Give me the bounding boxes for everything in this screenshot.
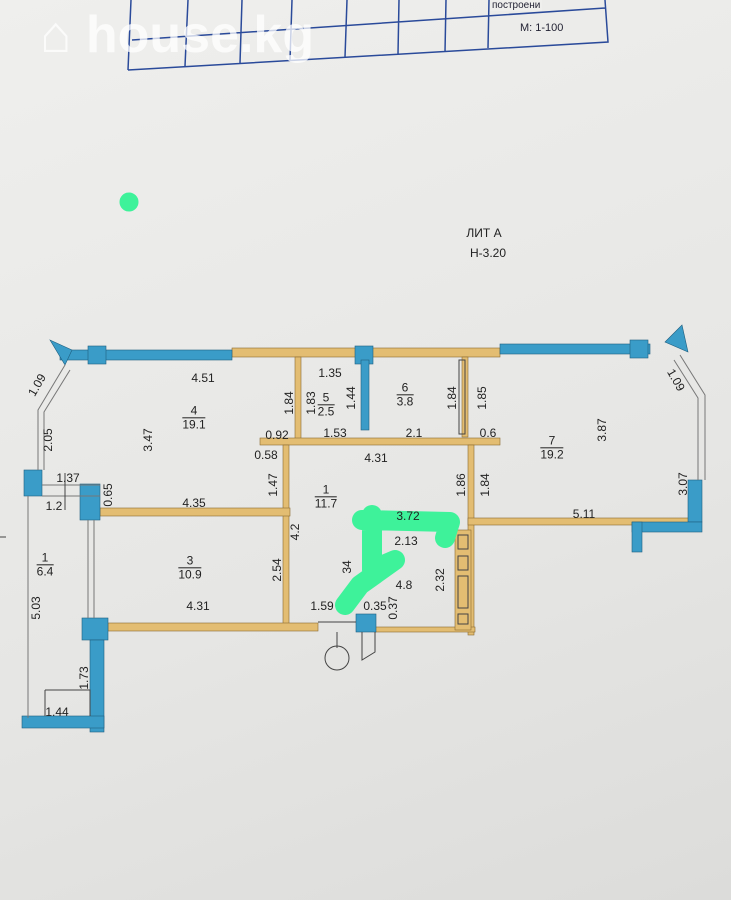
dim: 2.13 <box>394 534 418 548</box>
marker-scribble <box>119 192 460 615</box>
lit-label: ЛИТ А <box>466 226 502 240</box>
dim: 0.58 <box>254 448 278 462</box>
dim: 1.35 <box>318 366 342 380</box>
dim: 2.54 <box>270 558 284 582</box>
window-lines <box>27 354 706 718</box>
dim: 1.44 <box>344 386 358 410</box>
dim: 1.73 <box>77 666 91 690</box>
dim: 1.84 <box>282 391 296 415</box>
dim: 1.83 <box>304 391 318 415</box>
dim: 3.72 <box>396 509 420 523</box>
dim: 4.8 <box>395 578 413 592</box>
dim: 1.44 <box>45 705 69 719</box>
dim: 0.6 <box>479 426 497 440</box>
dim: 1.2 <box>45 499 63 513</box>
riser-symbol <box>324 645 350 671</box>
dim: 4.35 <box>182 496 206 510</box>
height-label: Н-3.20 <box>469 246 507 260</box>
dim: 0.35 <box>363 599 387 613</box>
dim: 1.84 <box>478 473 492 497</box>
dim: 1.86 <box>454 473 468 497</box>
dim: 4.51 <box>191 371 215 385</box>
dim: 2.05 <box>41 428 55 452</box>
dim: 0.65 <box>101 483 115 507</box>
dim: 1.85 <box>475 386 489 410</box>
dim: 1.59 <box>310 599 334 613</box>
dim: 4.31 <box>364 451 388 465</box>
interior-details <box>0 359 469 716</box>
dim: 2.32 <box>433 568 447 592</box>
dim: 4.31 <box>186 599 210 613</box>
title-block-grid <box>127 0 609 71</box>
house-kg-watermark-logo: ⌂ house.kg <box>40 6 315 64</box>
dim: 4.2 <box>288 523 302 541</box>
dim: 1.47 <box>266 473 280 497</box>
dim: 5.11 <box>572 507 596 521</box>
scale-label: М: 1-100 <box>520 22 564 34</box>
dim: 3.07 <box>676 472 690 496</box>
dim: 2.1 <box>405 426 423 440</box>
dim: 1.84 <box>445 386 459 410</box>
dim: 3.47 <box>141 428 155 452</box>
dim: 0.92 <box>265 428 289 442</box>
bearing-walls <box>21 324 703 733</box>
dim: 1.53 <box>323 426 347 440</box>
dim: 0.37 <box>386 596 400 620</box>
title-block-header: построени <box>490 0 543 11</box>
dim: 5.03 <box>29 596 43 620</box>
dim: 34 <box>340 560 354 574</box>
dim: 3.87 <box>595 418 609 442</box>
dim: 1.37 <box>56 471 80 485</box>
